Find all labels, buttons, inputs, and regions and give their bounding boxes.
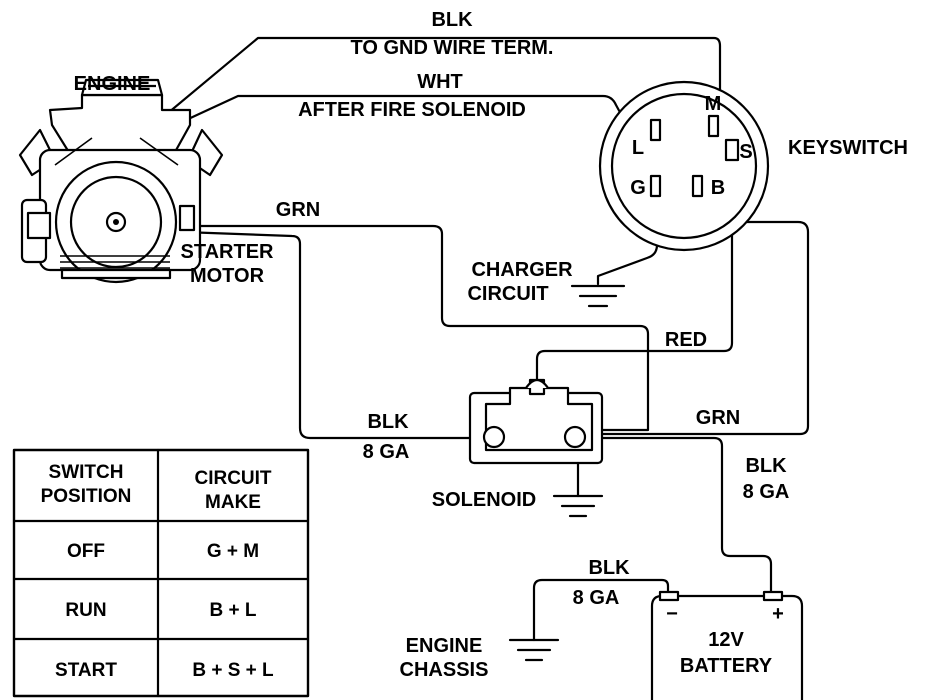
table-header-circuit-1: CIRCUIT — [194, 468, 271, 489]
label-blk-right-2: 8 GA — [743, 481, 790, 503]
wire-blk-starter — [181, 230, 495, 440]
label-blk-sol-2: 8 GA — [363, 441, 410, 463]
table-cell-circuit: B + S + L — [192, 660, 274, 681]
label-starter-2: MOTOR — [190, 265, 265, 287]
label-starter-1: STARTER — [181, 241, 275, 263]
table-cell-circuit: G + M — [207, 541, 259, 562]
wire-wht-afterfire — [156, 94, 652, 135]
wire-red — [535, 160, 734, 383]
terminal-m — [707, 114, 720, 138]
label-terminal-l: L — [632, 137, 644, 159]
label-chassis-1: ENGINE — [406, 635, 483, 657]
table-text: SWITCH POSITION CIRCUIT MAKE OFF G + M R… — [41, 462, 274, 681]
battery — [650, 590, 804, 700]
label-keyswitch: KEYSWITCH — [788, 137, 908, 159]
label-charger-1: CHARGER — [471, 259, 573, 281]
terminal-b — [691, 174, 704, 198]
label-blk-ground-1: BLK — [431, 9, 473, 31]
terminal-s — [724, 138, 740, 162]
wire-blk-battery-pos — [580, 436, 773, 598]
label-wht-1: WHT — [417, 71, 463, 93]
wire-blk-ground — [148, 36, 722, 130]
label-charger-2: CIRCUIT — [467, 283, 548, 305]
label-grn-right: GRN — [696, 407, 740, 429]
ground-solenoid — [552, 461, 604, 518]
table-cell-position: OFF — [67, 541, 105, 562]
table-cell-position: RUN — [65, 600, 106, 621]
label-solenoid: SOLENOID — [432, 489, 536, 511]
ground-chassis — [508, 638, 560, 662]
ground-charger — [570, 284, 626, 308]
label-battery-pos: + — [772, 603, 784, 625]
wires — [148, 36, 810, 642]
terminal-l — [649, 118, 662, 142]
table-header-circuit-2: MAKE — [205, 492, 261, 513]
label-terminal-s: S — [739, 141, 752, 163]
label-blk-chassis-2: 8 GA — [573, 587, 620, 609]
label-grn-top: GRN — [276, 199, 320, 221]
label-terminal-m: M — [705, 93, 722, 115]
table-header-position-1: SWITCH — [49, 462, 124, 483]
circuit-table — [12, 448, 310, 698]
label-battery-neg: − — [666, 603, 678, 625]
label-terminal-g: G — [630, 177, 646, 199]
wire-grn-starter — [181, 224, 650, 432]
wire-blk-chassis — [532, 578, 670, 642]
table-header-position-2: POSITION — [41, 486, 132, 507]
label-wht-2: AFTER FIRE SOLENOID — [298, 99, 526, 121]
label-terminal-b: B — [711, 177, 725, 199]
label-battery-1: 12V — [708, 629, 744, 651]
table-cell-circuit: B + L — [210, 600, 257, 621]
label-battery-2: BATTERY — [680, 655, 773, 677]
label-engine: ENGINE — [74, 73, 151, 95]
keyswitch — [598, 80, 770, 252]
table-cell-position: START — [55, 660, 117, 681]
label-blk-ground-2: TO GND WIRE TERM. — [351, 37, 554, 59]
label-blk-right-1: BLK — [745, 455, 787, 477]
solenoid — [468, 378, 604, 465]
labels: BLK TO GND WIRE TERM. WHT AFTER FIRE SOL… — [74, 9, 908, 681]
terminal-g — [649, 174, 662, 198]
label-chassis-2: CHASSIS — [400, 659, 489, 681]
engine-illustration — [18, 78, 224, 284]
label-blk-chassis-1: BLK — [588, 557, 630, 579]
label-red: RED — [665, 329, 707, 351]
label-blk-sol-1: BLK — [367, 411, 409, 433]
